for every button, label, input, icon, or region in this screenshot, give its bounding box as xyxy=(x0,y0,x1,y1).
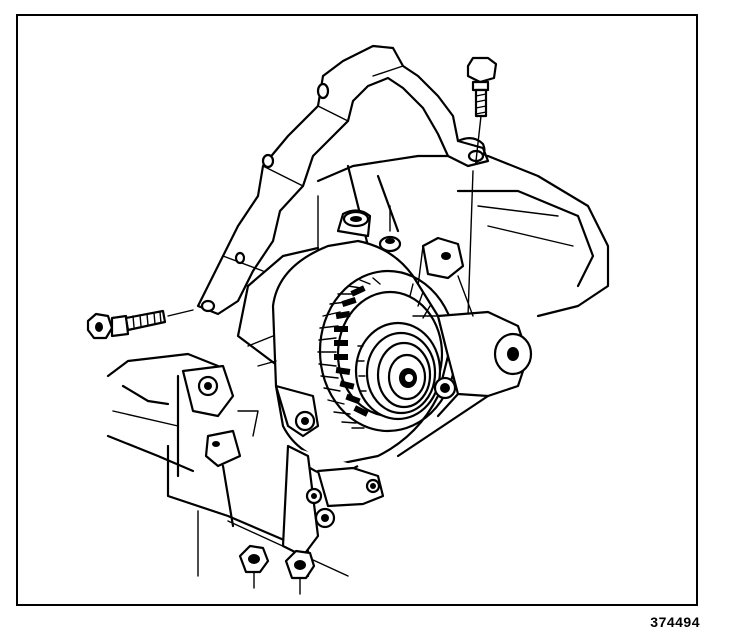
figure-reference-number: 374494 xyxy=(650,614,700,630)
mount-bracket-right xyxy=(396,310,533,458)
nut-icon xyxy=(238,544,270,589)
alternator-diagram xyxy=(86,44,610,595)
lower-nuts xyxy=(238,544,316,595)
left-mount xyxy=(176,364,259,528)
diagram-frame xyxy=(16,14,698,606)
nut-icon xyxy=(284,549,316,595)
horizontal-bolt-icon xyxy=(86,309,194,340)
vertical-bolt-icon xyxy=(466,56,498,317)
nut-icon xyxy=(378,205,402,253)
alternator-brace xyxy=(196,44,490,316)
pulley-icon xyxy=(354,321,442,421)
mount-bracket-top xyxy=(417,236,465,287)
detail-lines xyxy=(247,275,474,367)
